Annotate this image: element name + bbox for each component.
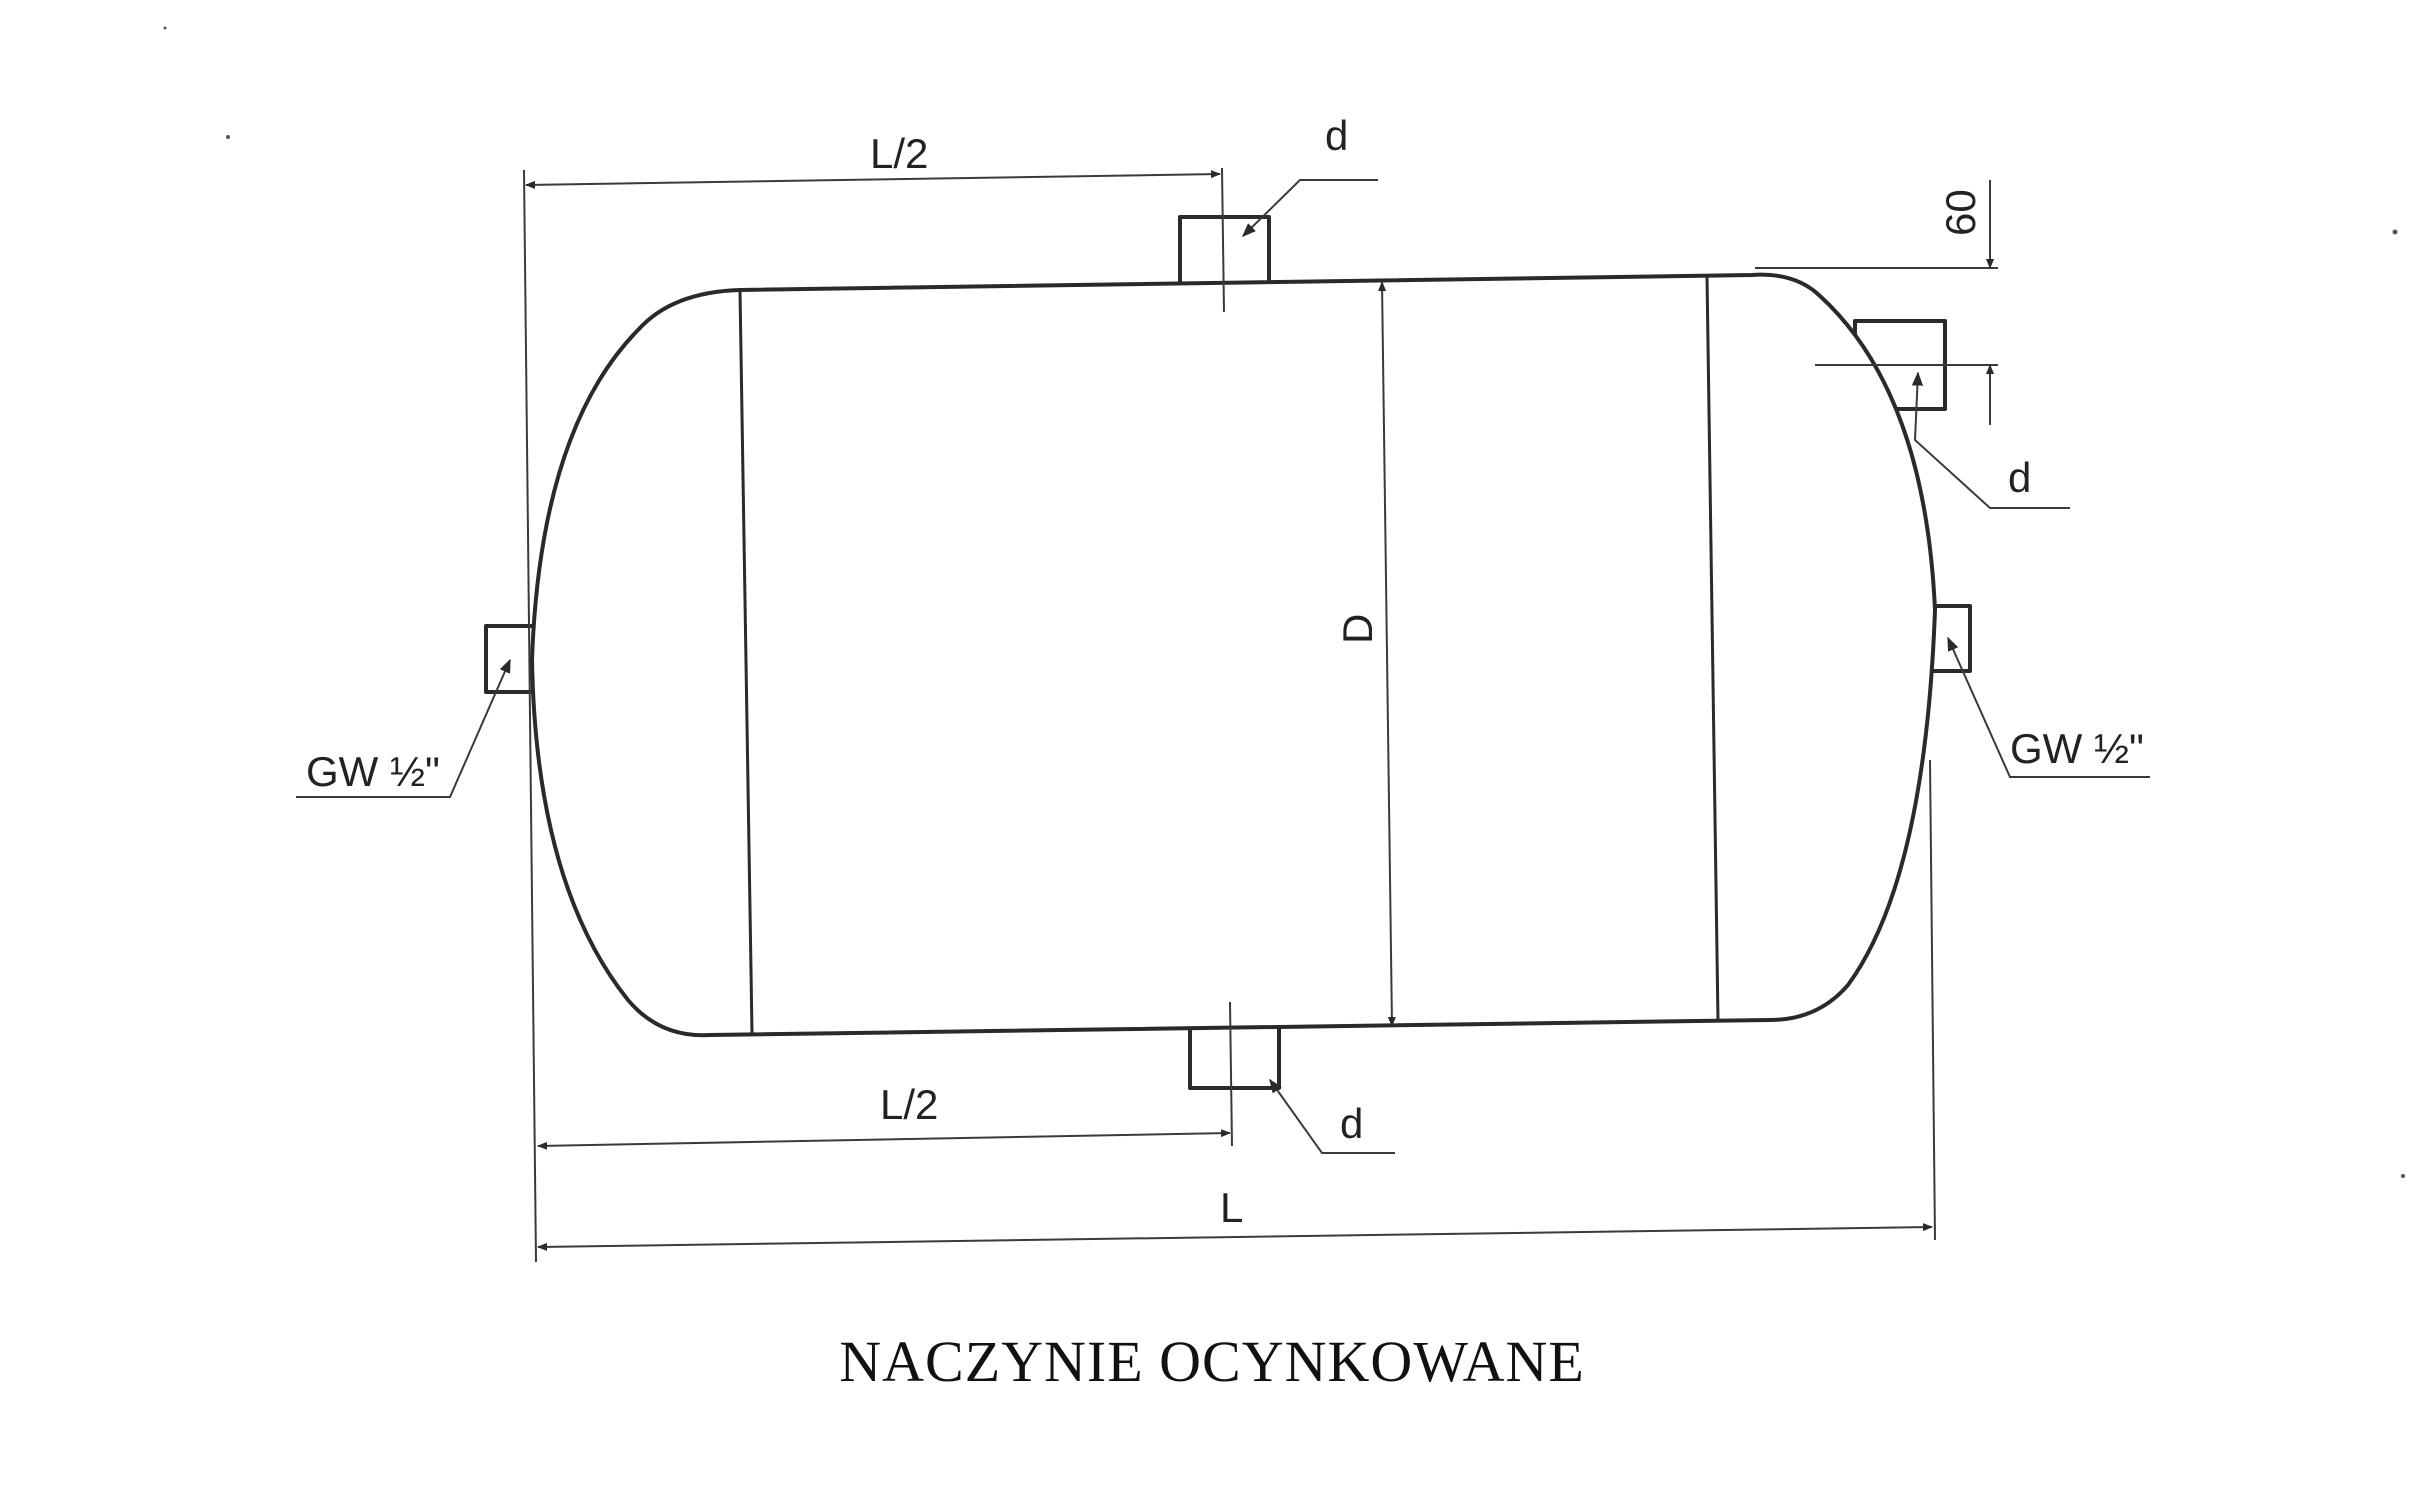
nozzle-top [1178, 215, 1271, 287]
leader-thread-left [296, 658, 511, 798]
extension-line-right [1929, 759, 1936, 1241]
dimension-diameter-line [1378, 281, 1396, 1027]
nozzle-bottom [1188, 1022, 1281, 1090]
leader-thread-right [1947, 636, 2150, 778]
scan-speck [2401, 1174, 2405, 1178]
dimension-half-length-bottom-line [537, 1129, 1231, 1150]
head-seam-right [1705, 274, 1720, 1023]
label-thread-right: GW ½" [2010, 725, 2144, 772]
label-nozzle-top: d [1325, 112, 1348, 159]
leader-nozzle-top [1242, 179, 1378, 237]
scan-speck [226, 135, 230, 139]
head-seam-left [738, 289, 754, 1035]
scan-speck [163, 26, 167, 30]
extension-line-top-nozzle [1221, 167, 1225, 313]
label-length: L [1220, 1184, 1243, 1231]
nozzle-left-thread [484, 624, 538, 694]
extension-line-left [523, 169, 537, 1263]
dimension-length-line [537, 1223, 1933, 1251]
label-half-length-bottom: L/2 [880, 1081, 938, 1128]
label-nozzle-bottom: d [1340, 1100, 1363, 1147]
extension-line-bottom-nozzle [1229, 1001, 1233, 1147]
leader-nozzle-bottom [1269, 1078, 1395, 1154]
label-half-length-top: L/2 [870, 130, 928, 177]
dimension-half-length-top-line [525, 170, 1221, 189]
label-nozzle-top-right: d [2008, 454, 2031, 501]
drawing-caption: NACZYNIE OCYNKOWANE [839, 1329, 1585, 1394]
leader-nozzle-top-right [1911, 371, 2070, 509]
label-height-60: 60 [1937, 189, 1984, 236]
vessel-outline [530, 272, 1937, 1038]
label-thread-left: GW ½" [306, 748, 440, 795]
label-diameter: D [1334, 614, 1381, 644]
scan-speck [2392, 229, 2398, 235]
